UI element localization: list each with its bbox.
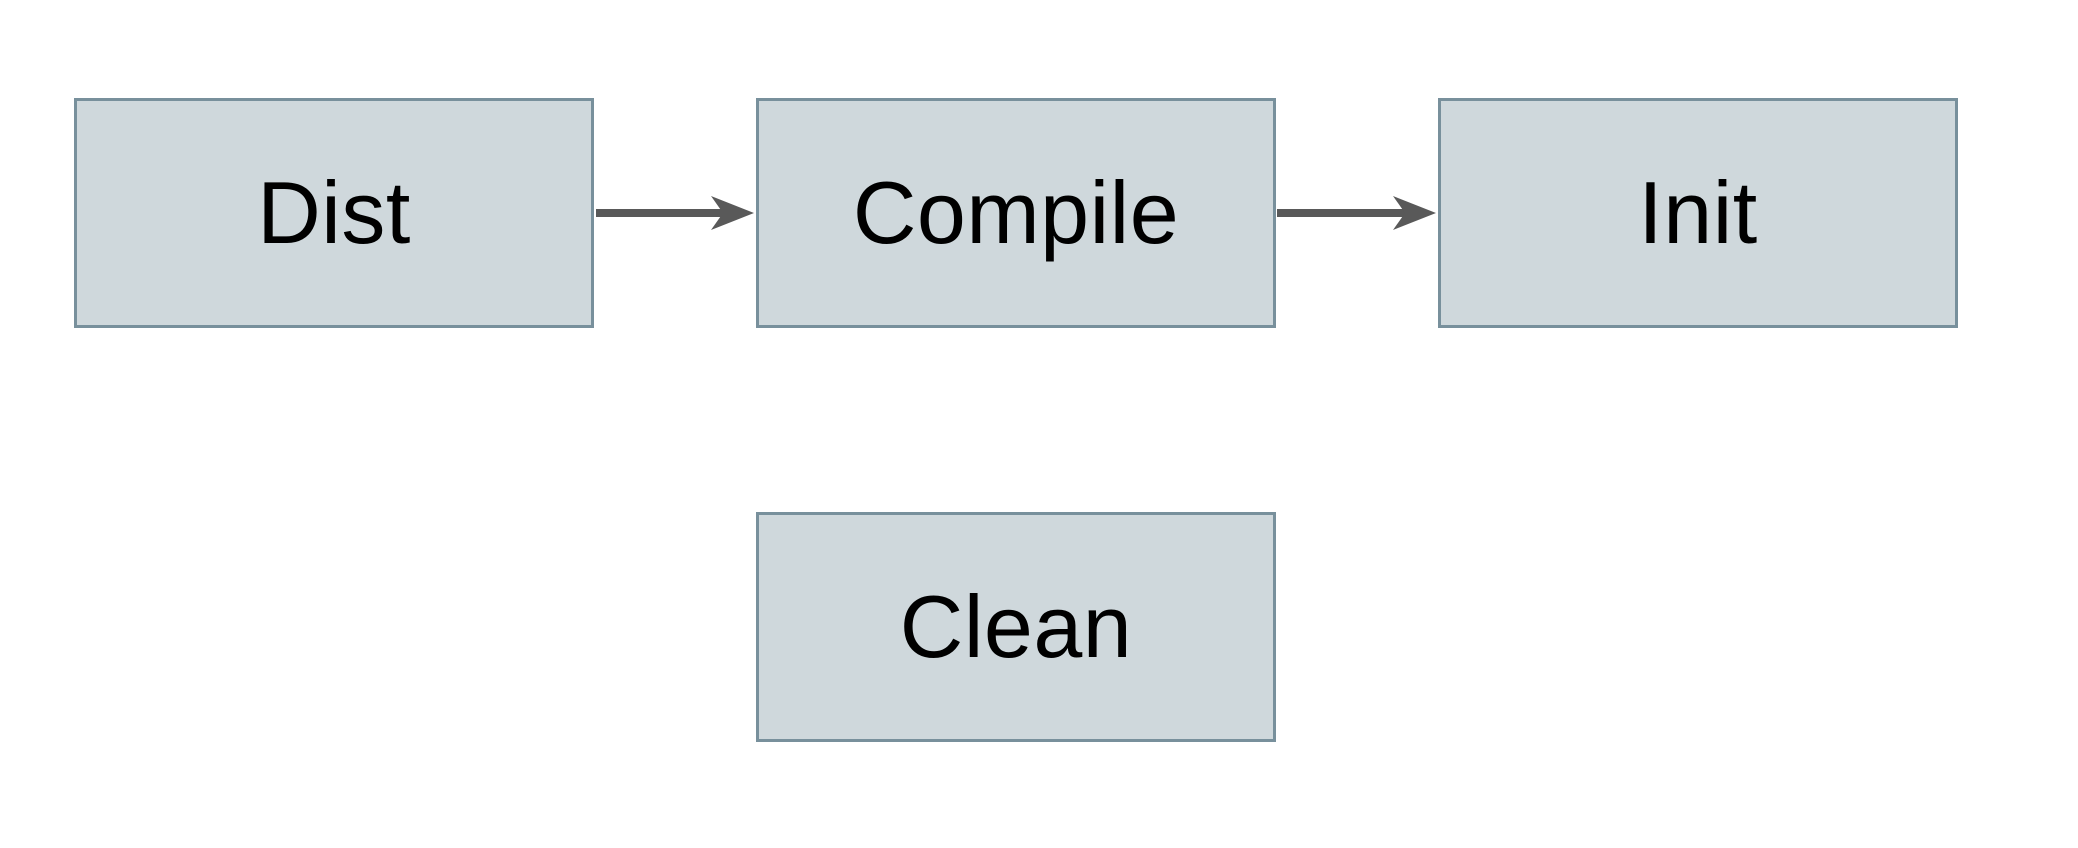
node-init-label: Init [1638, 163, 1758, 262]
arrow-compile-to-init[interactable] [1277, 196, 1436, 230]
node-clean-label: Clean [899, 577, 1133, 676]
arrowhead-icon [711, 196, 754, 230]
arrowhead-icon [1393, 196, 1436, 230]
node-init[interactable]: Init [1438, 98, 1958, 328]
node-dist[interactable]: Dist [74, 98, 594, 328]
node-clean[interactable]: Clean [756, 512, 1276, 742]
node-compile-label: Compile [852, 163, 1180, 262]
node-dist-label: Dist [257, 163, 411, 262]
arrow-dist-to-compile[interactable] [596, 196, 754, 230]
node-compile[interactable]: Compile [756, 98, 1276, 328]
